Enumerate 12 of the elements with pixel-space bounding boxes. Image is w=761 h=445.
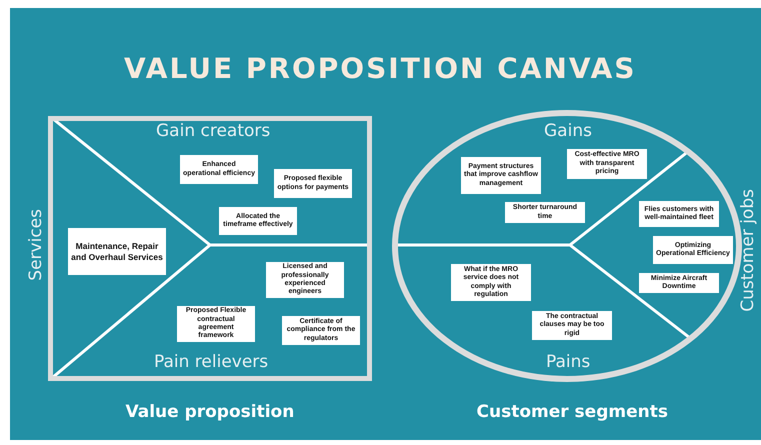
section-heading: Value proposition: [126, 402, 294, 422]
sticky-note: Maintenance, Repair and Overhaul Services: [68, 228, 166, 275]
area-label: Services: [27, 209, 45, 281]
area-label: Pain relievers: [154, 352, 268, 372]
title: VALUE PROPOSITION CANVAS: [124, 52, 636, 84]
canvas-circle: [392, 110, 742, 382]
area-label: Pains: [546, 352, 590, 372]
area-label: Gains: [544, 121, 592, 141]
section-heading: Customer segments: [476, 402, 668, 422]
area-label: Gain creators: [156, 121, 270, 141]
canvas-square: [48, 116, 372, 381]
area-label: Customer jobs: [739, 188, 757, 312]
